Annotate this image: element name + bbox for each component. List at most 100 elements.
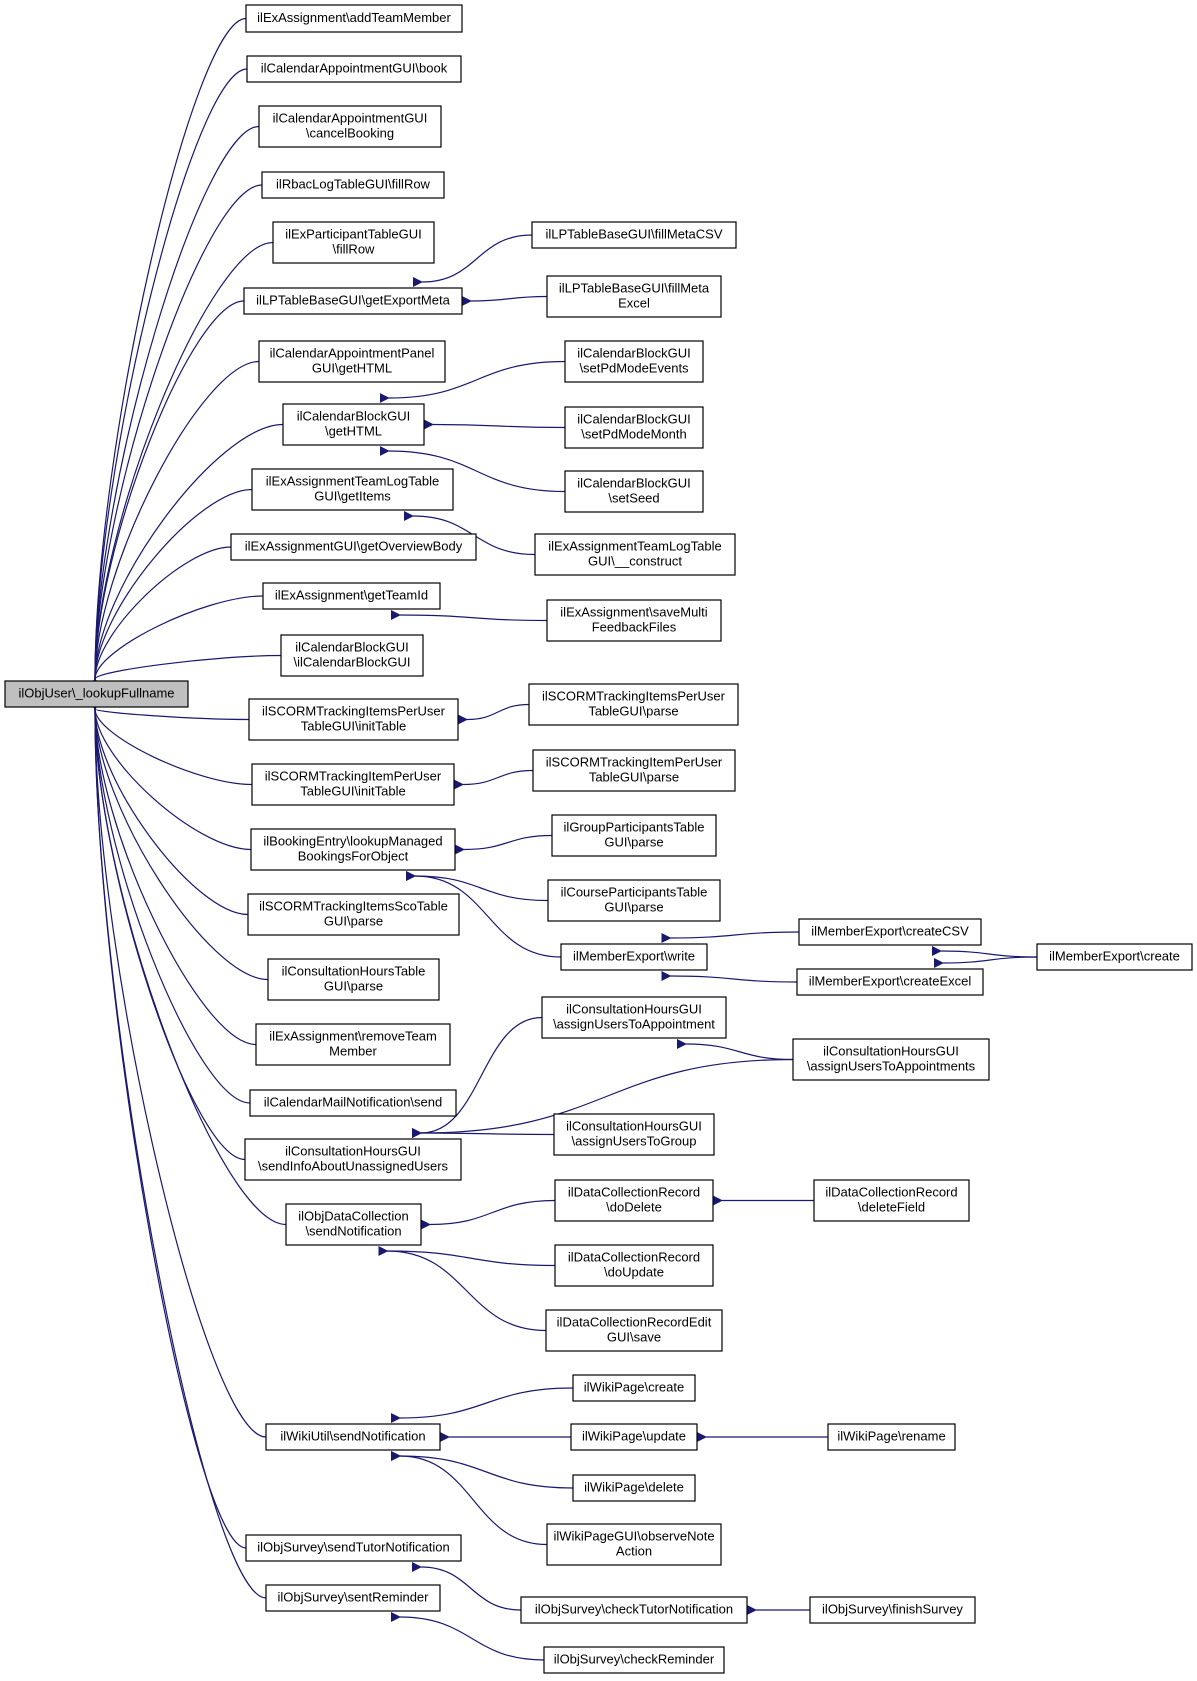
node-doDelete[interactable]: ilDataCollectionRecord\doDelete [554,1179,714,1222]
node-root[interactable]: ilObjUser\_lookupFullname [4,680,189,708]
node-box [243,287,463,315]
node-setSeed[interactable]: ilCalendarBlockGUI\setSeed [564,470,704,513]
node-box [285,1203,422,1246]
node-box [551,814,717,857]
node-scormItemPerUserInit[interactable]: ilSCORMTrackingItemPerUserTableGUI\initT… [251,763,455,806]
node-doUpdate[interactable]: ilDataCollectionRecord\doUpdate [554,1244,714,1287]
node-setPdModeEvents[interactable]: ilCalendarBlockGUI\setPdModeEvents [564,340,704,383]
node-memberCreate[interactable]: ilMemberExport\create [1036,943,1193,971]
node-box [798,918,982,946]
node-label: ilCourseParticipantsTable [561,885,708,900]
edge-doDelete-to-dcSendNotification [420,1199,556,1230]
node-checkReminder[interactable]: ilObjSurvey\checkReminder [543,1646,725,1674]
node-label: ilRbacLogTableGUI\fillRow [276,177,431,192]
node-assignToAppt[interactable]: ilConsultationHoursGUI\assignUsersToAppo… [541,996,727,1039]
node-finishSurvey[interactable]: ilObjSurvey\finishSurvey [809,1596,976,1624]
node-exPartFillRow[interactable]: ilExParticipantTableGUI\fillRow [272,221,435,264]
node-box [572,1474,696,1502]
node-label: ilLPTableBaseGUI\fillMeta [559,281,710,296]
node-teamLogConstruct[interactable]: ilExAssignmentTeamLogTableGUI\__construc… [534,533,736,576]
edge-addTeamMember-to-root [89,17,247,689]
node-label: ilExAssignment\removeTeam [269,1029,437,1044]
node-label: ilWikiUtil\sendNotification [280,1429,425,1444]
node-label: ilExAssignment\addTeamMember [257,10,451,25]
edge-sendInfoUnassigned-to-root [89,699,246,1161]
node-createExcel[interactable]: ilMemberExport\createExcel [796,968,984,996]
node-label: ilCalendarBlockGUI [577,346,690,361]
node-assignToGroup[interactable]: ilConsultationHoursGUI\assignUsersToGrou… [553,1113,715,1156]
node-sendTutorNotification[interactable]: ilObjSurvey\sendTutorNotification [245,1534,462,1562]
node-calMailSend[interactable]: ilCalendarMailNotification\send [249,1089,457,1117]
node-wikiUpdate[interactable]: ilWikiPage\update [570,1423,698,1451]
node-calBlockHTML[interactable]: ilCalendarBlockGUI\getHTML [282,403,425,446]
node-fillMetaCSV[interactable]: ilLPTableBaseGUI\fillMetaCSV [531,221,737,249]
node-dcSendNotification[interactable]: ilObjDataCollection\sendNotification [285,1203,422,1246]
node-rbacFillRow[interactable]: ilRbacLogTableGUI\fillRow [261,171,445,199]
node-label: ilCalendarMailNotification\send [264,1095,442,1110]
edge-observeNote-to-wikiSendNotification [390,1450,548,1546]
node-box [520,1596,748,1624]
node-wikiCreate[interactable]: ilWikiPage\create [572,1374,696,1402]
node-box [528,683,739,726]
node-label: GUI\getHTML [312,361,392,376]
node-label: \doUpdate [604,1265,664,1280]
edge-sendTutorNotification-to-root [89,699,247,1549]
edge-wikiSendNotification-to-root [89,699,267,1438]
node-scormItemsPerUserInit[interactable]: ilSCORMTrackingItemsPerUserTableGUI\init… [248,698,459,741]
node-label: ilConsultationHoursTable [282,964,426,979]
node-createCSV[interactable]: ilMemberExport\createCSV [798,918,982,946]
node-box [4,680,189,708]
node-label: ilSCORMTrackingItemPerUser [265,769,442,784]
node-box [813,1179,970,1222]
node-label: ilDataCollectionRecordEdit [557,1315,712,1330]
node-memberWrite[interactable]: ilMemberExport\write [560,943,708,971]
node-box [532,749,736,792]
node-addTeamMember[interactable]: ilExAssignment\addTeamMember [245,4,463,33]
node-label: ilDataCollectionRecord [568,1250,700,1265]
node-box [534,533,736,576]
node-scormItemsPerUserParse[interactable]: ilSCORMTrackingItemsPerUserTableGUI\pars… [528,683,739,726]
node-box [245,4,463,33]
node-label: ilConsultationHoursGUI [823,1044,959,1059]
node-assignToAppts[interactable]: ilConsultationHoursGUI\assignUsersToAppo… [792,1038,990,1081]
node-box [547,879,721,922]
node-calBlockCtor[interactable]: ilCalendarBlockGUI\ilCalendarBlockGUI [280,634,424,677]
node-wikiSendNotification[interactable]: ilWikiUtil\sendNotification [265,1423,441,1451]
node-label: ilMemberExport\createCSV [811,924,969,939]
node-box [282,403,425,446]
node-getTeamId[interactable]: ilExAssignment\getTeamId [262,582,441,610]
node-deleteField[interactable]: ilDataCollectionRecord\deleteField [813,1179,970,1222]
node-sendInfoUnassigned[interactable]: ilConsultationHoursGUI\sendInfoAboutUnas… [244,1138,462,1181]
node-label: \getHTML [325,424,382,439]
node-box [247,893,460,936]
node-box [246,55,462,83]
edge-dcSendNotification-to-root [89,699,287,1226]
node-getExportMeta[interactable]: ilLPTableBaseGUI\getExportMeta [243,287,463,315]
node-checkTutorNotification[interactable]: ilObjSurvey\checkTutorNotification [520,1596,748,1624]
node-book[interactable]: ilCalendarAppointmentGUI\book [246,55,462,83]
edge-scormScoParse-to-root [89,699,249,916]
node-lookupManaged[interactable]: ilBookingEntry\lookupManagedBookingsForO… [250,828,456,871]
node-wikiDelete[interactable]: ilWikiPage\delete [572,1474,696,1502]
node-sentReminder[interactable]: ilObjSurvey\sentReminder [265,1584,441,1612]
edge-setSeed-to-calBlockHTML [379,445,566,493]
edge-memberWrite-to-lookupManaged [405,870,562,958]
node-overviewBody[interactable]: ilExAssignmentGUI\getOverviewBody [230,533,477,561]
edge-scormItemPerUserParse-to-scormItemPerUserInit [453,769,534,790]
node-wikiRename[interactable]: ilWikiPage\rename [827,1423,956,1451]
node-cancelBooking[interactable]: ilCalendarAppointmentGUI\cancelBooking [258,105,442,148]
node-setPdModeMonth[interactable]: ilCalendarBlockGUI\setPdModeMonth [564,406,704,449]
